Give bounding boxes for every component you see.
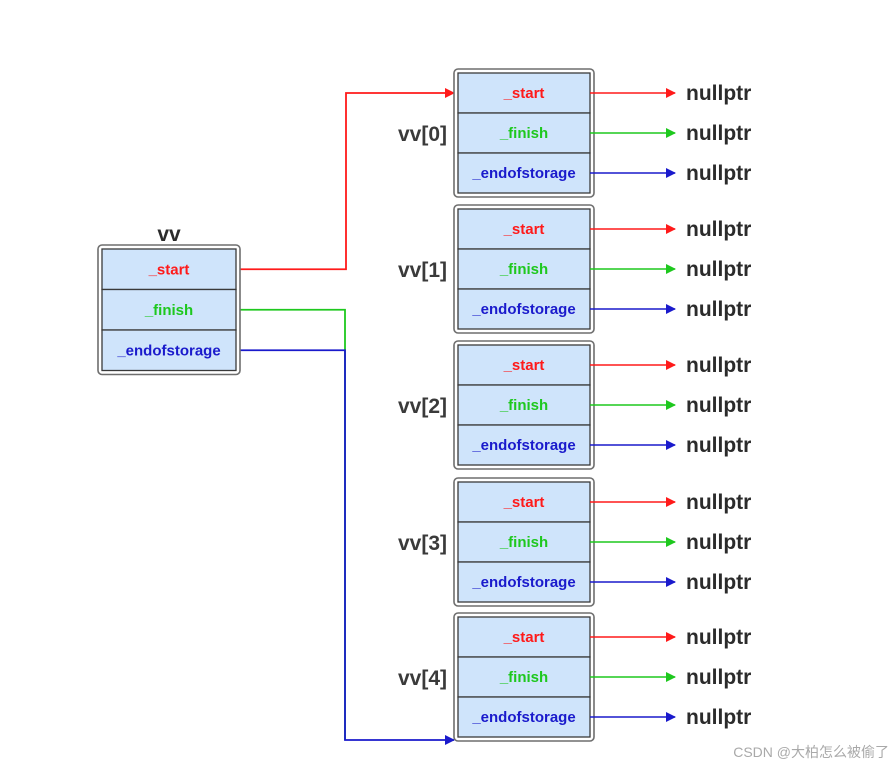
nullptr-label: nullptr xyxy=(686,354,751,377)
element-3-box: _start _finish _endofstorage xyxy=(453,477,595,607)
element-0-box: _start _finish _endofstorage xyxy=(453,68,595,198)
element-0-finish-label: _finish xyxy=(499,125,548,142)
element-4-start-label: _start xyxy=(503,629,545,646)
nullptr-label: nullptr xyxy=(686,218,751,241)
element-label: vv[2] xyxy=(398,395,447,418)
nullptr-label: nullptr xyxy=(686,258,751,281)
element-label: vv[4] xyxy=(398,667,447,690)
outer-endofstorage-connector xyxy=(236,349,455,745)
element-3-start-cell xyxy=(457,481,591,523)
outer-endofstorage-cell xyxy=(101,329,237,372)
nullptr-label: nullptr xyxy=(686,666,751,689)
outer-start-label: _start xyxy=(148,261,190,278)
nullptr-label: nullptr xyxy=(686,491,751,514)
element-4-endofstorage-cell xyxy=(457,696,591,738)
nullptr-label: nullptr xyxy=(686,531,751,554)
element-label: vv[3] xyxy=(398,532,447,555)
element-1-finish-cell xyxy=(457,248,591,290)
element-4-finish-label: _finish xyxy=(499,669,548,686)
element-1: _start _finish _endofstorage vv[1] nullptr nu… xyxy=(398,204,751,334)
element-label: vv[0] xyxy=(398,123,447,146)
element-1-box: _start _finish _endofstorage xyxy=(453,204,595,334)
nullptr-label: nullptr xyxy=(686,571,751,594)
element-0: _start _finish _endofstorage vv[0] nullptr nu… xyxy=(398,68,751,198)
element-label: vv[1] xyxy=(398,259,447,282)
outer-endofstorage-label: _endofstorage xyxy=(116,342,220,359)
nullptr-label: nullptr xyxy=(686,122,751,145)
element-1-start-label: _start xyxy=(503,221,545,238)
element-2-endofstorage-label: _endofstorage xyxy=(471,437,575,454)
nullptr-label: nullptr xyxy=(686,82,751,105)
outer-title: vv xyxy=(157,223,181,246)
element-4-box: _start _finish _endofstorage xyxy=(453,612,595,742)
watermark: CSDN @大柏怎么被偷了 xyxy=(733,744,889,760)
element-4-endofstorage-label: _endofstorage xyxy=(471,709,575,726)
element-2-finish-label: _finish xyxy=(499,397,548,414)
element-2-endofstorage-cell xyxy=(457,424,591,466)
outer-finish-connector xyxy=(236,308,346,740)
connectors-layer xyxy=(236,88,455,745)
element-4: _start _finish _endofstorage vv[4] nullptr nu… xyxy=(398,612,751,742)
element-3-start-label: _start xyxy=(503,494,545,511)
nullptr-label: nullptr xyxy=(686,706,751,729)
element-2-start-label: _start xyxy=(503,357,545,374)
element-3-finish-label: _finish xyxy=(499,534,548,551)
element-3-endofstorage-cell xyxy=(457,561,591,603)
nullptr-label: nullptr xyxy=(686,162,751,185)
nullptr-label: nullptr xyxy=(686,394,751,417)
element-0-endofstorage-label: _endofstorage xyxy=(471,165,575,182)
inner-vectors: _start _finish _endofstorage vv[0] nullptr nu… xyxy=(398,68,751,742)
outer-finish-label: _finish xyxy=(144,302,193,319)
outer-box: _start _finish _endofstorage xyxy=(97,244,241,376)
outer-finish-cell xyxy=(101,288,237,331)
element-1-finish-label: _finish xyxy=(499,261,548,278)
nullptr-label: nullptr xyxy=(686,434,751,457)
element-0-endofstorage-cell xyxy=(457,152,591,194)
nullptr-label: nullptr xyxy=(686,626,751,649)
nullptr-label: nullptr xyxy=(686,298,751,321)
outer-start-connector xyxy=(236,88,455,271)
element-4-finish-cell xyxy=(457,656,591,698)
element-2: _start _finish _endofstorage vv[2] nullptr nu… xyxy=(398,340,751,470)
element-1-endofstorage-cell xyxy=(457,288,591,330)
element-3: _start _finish _endofstorage vv[3] nullptr nu… xyxy=(398,477,751,607)
element-2-box: _start _finish _endofstorage xyxy=(453,340,595,470)
element-1-endofstorage-label: _endofstorage xyxy=(471,301,575,318)
element-0-start-label: _start xyxy=(503,85,545,102)
outer-vector-vv: vv _start _finish _endofstorage xyxy=(97,223,241,376)
element-3-endofstorage-label: _endofstorage xyxy=(471,574,575,591)
element-2-finish-cell xyxy=(457,384,591,426)
